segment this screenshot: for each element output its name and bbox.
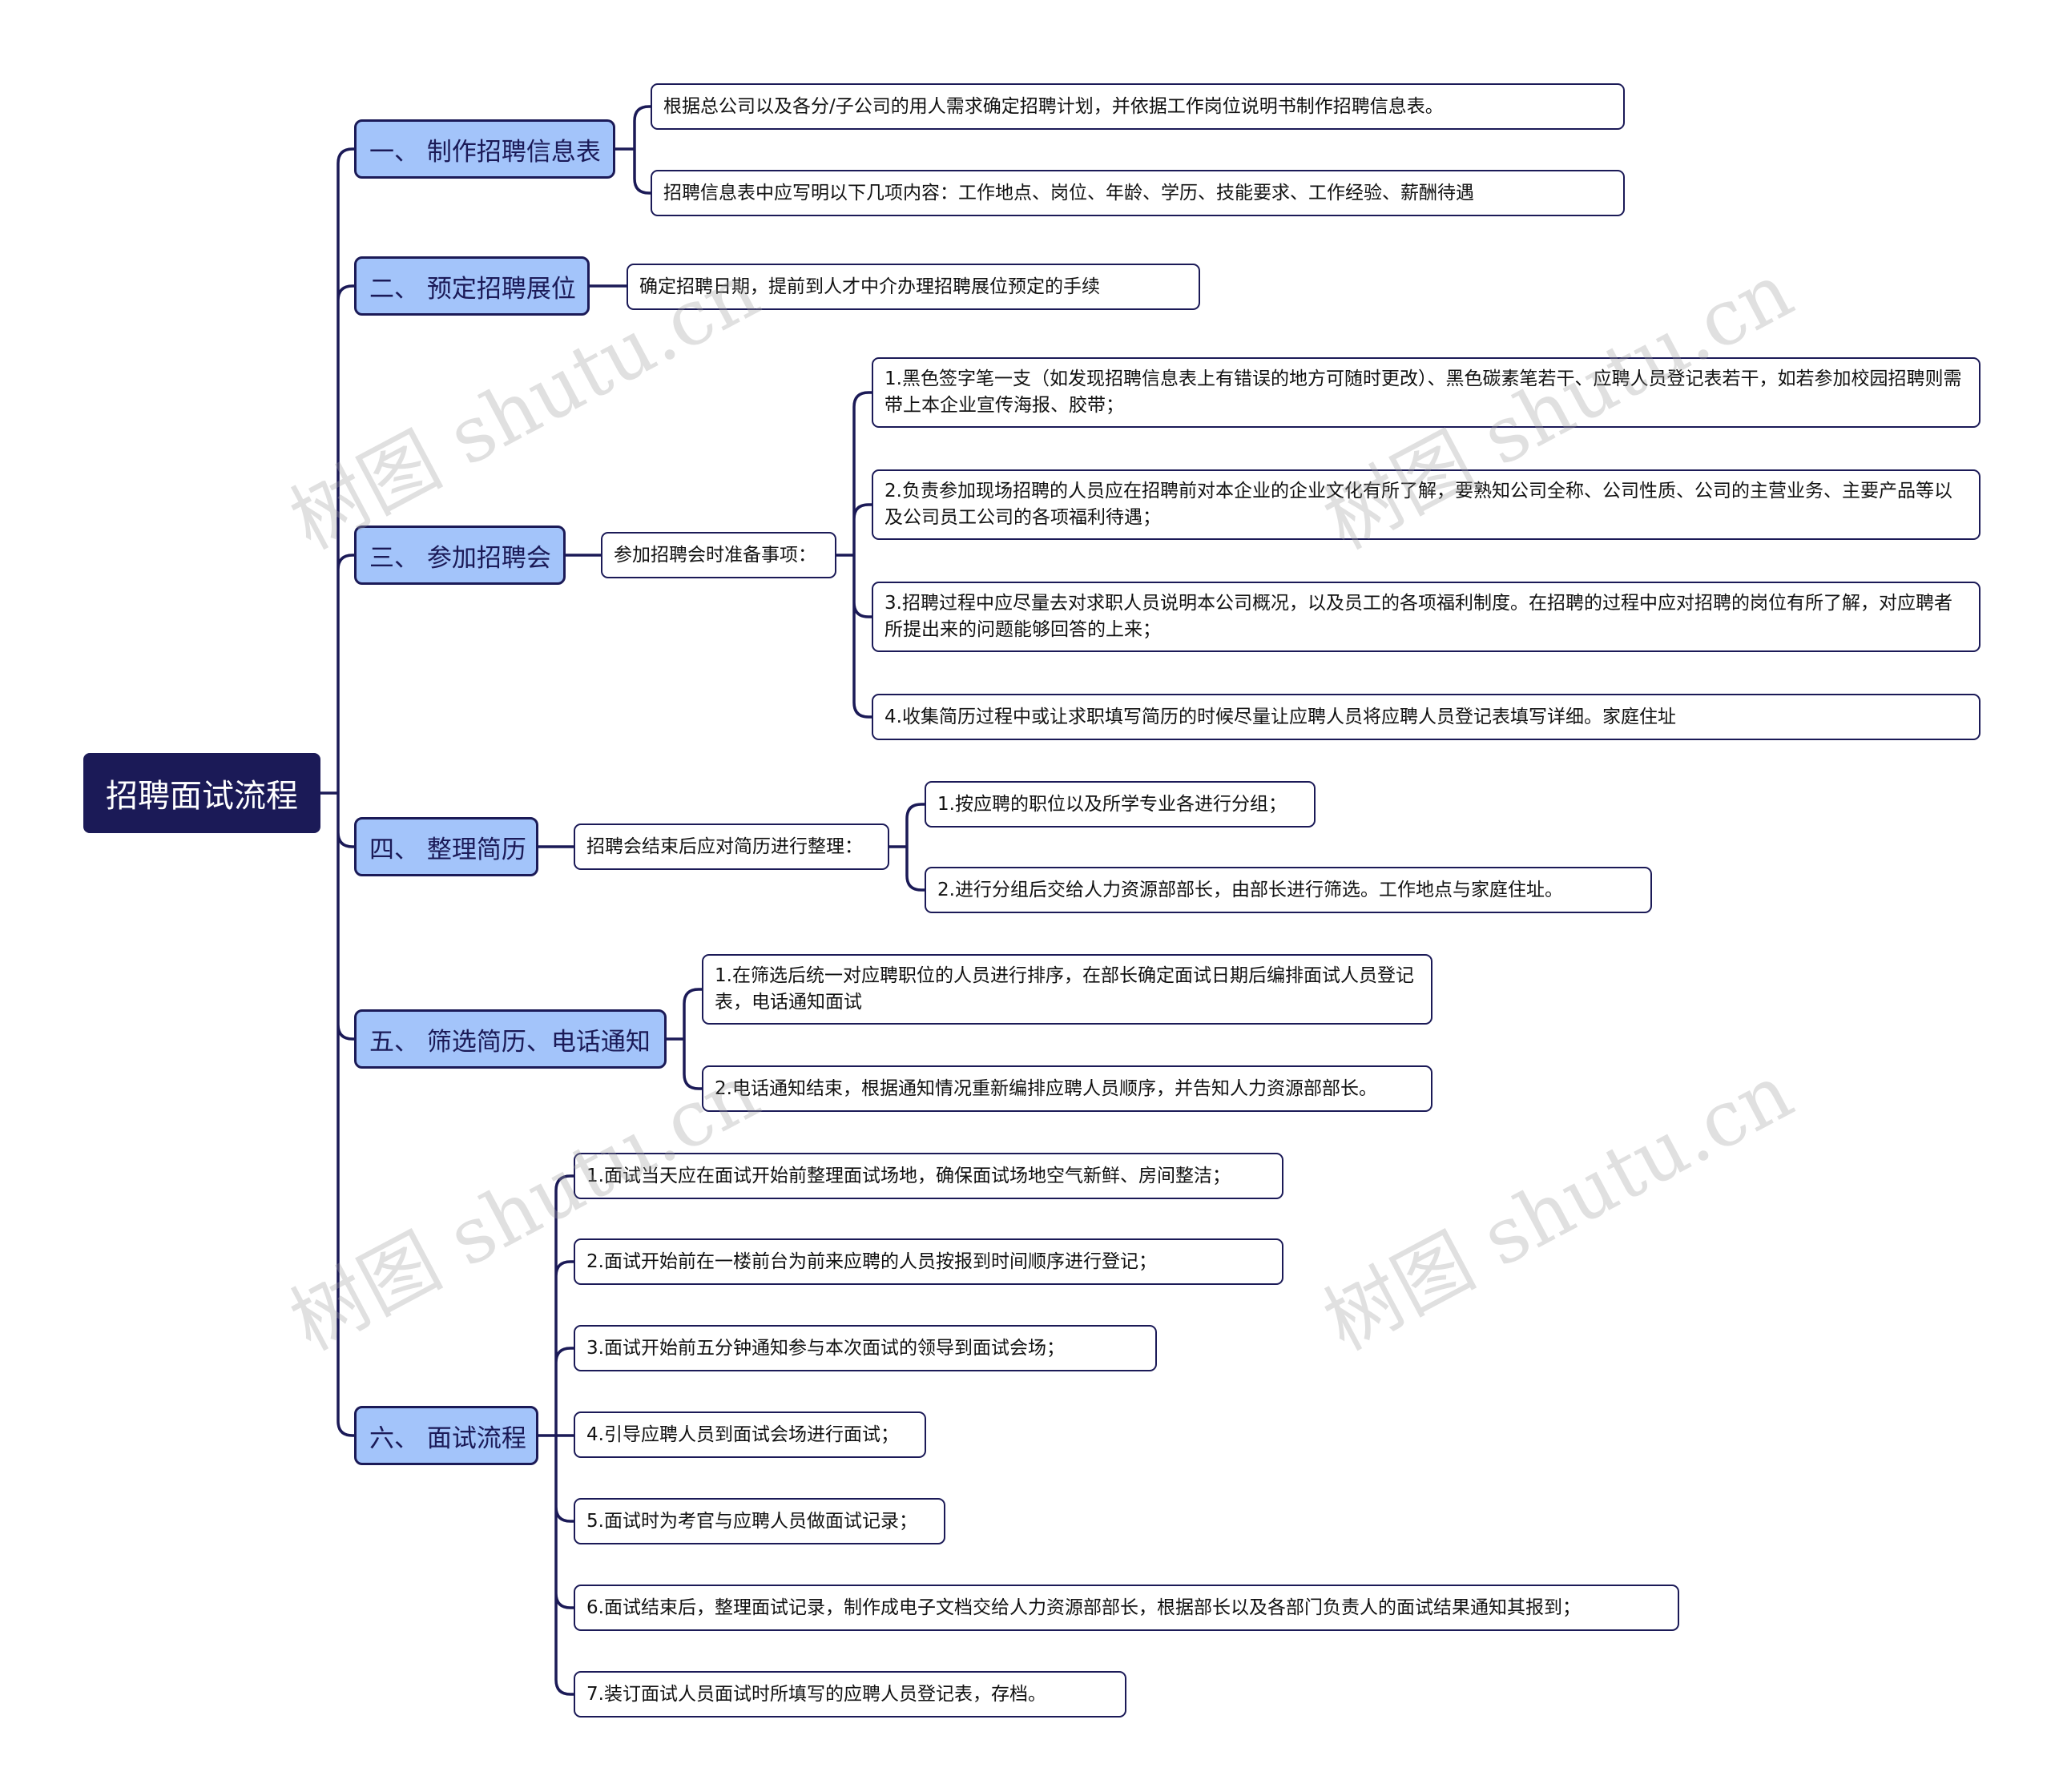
branch-5[interactable]: 五、 筛选简历、电话通知 bbox=[354, 1009, 667, 1069]
b3-item-4[interactable]: 4.收集简历过程中或让求职填写简历的时候尽量让应聘人员将应聘人员登记表填写详细。… bbox=[872, 694, 1980, 740]
b6-item-5-text: 5.面试时为考官与应聘人员做面试记录； bbox=[586, 1510, 917, 1532]
b3-middle[interactable]: 参加招聘会时准备事项： bbox=[601, 532, 836, 578]
b3-item-3-text: 3.招聘过程中应尽量去对求职人员说明本公司概况，以及员工的各项福利制度。在招聘的… bbox=[884, 593, 1952, 640]
b6-item-3-text: 3.面试开始前五分钟通知参与本次面试的领导到面试会场； bbox=[586, 1337, 1065, 1359]
b6-item-1[interactable]: 1.面试当天应在面试开始前整理面试场地，确保面试场地空气新鲜、房间整洁； bbox=[574, 1153, 1283, 1199]
b6-item-7-text: 7.装订面试人员面试时所填写的应聘人员登记表，存档。 bbox=[586, 1683, 1046, 1705]
branch-3-label: 三、 参加招聘会 bbox=[369, 543, 551, 573]
b4-item-2-text: 2.进行分组后交给人力资源部部长，由部长进行筛选。工作地点与家庭住址。 bbox=[937, 879, 1563, 900]
b2-item-1-text: 确定招聘日期，提前到人才中介办理招聘展位预定的手续 bbox=[639, 276, 1100, 297]
branch-6-label: 六、 面试流程 bbox=[369, 1424, 526, 1453]
branch-5-links bbox=[667, 988, 702, 1090]
branch-2[interactable]: 二、 预定招聘展位 bbox=[354, 256, 590, 316]
b6-item-5[interactable]: 5.面试时为考官与应聘人员做面试记录； bbox=[574, 1498, 945, 1544]
b5-item-1[interactable]: 1.在筛选后统一对应聘职位的人员进行排序，在部长确定面试日期后编排面试人员登记表… bbox=[702, 954, 1432, 1025]
branch-6[interactable]: 六、 面试流程 bbox=[354, 1406, 538, 1465]
b3-middle-text: 参加招聘会时准备事项： bbox=[614, 544, 816, 566]
b1-item-2-text: 招聘信息表中应写明以下几项内容：工作地点、岗位、年龄、学历、技能要求、工作经验、… bbox=[663, 182, 1474, 203]
b4-middle-links bbox=[889, 803, 925, 892]
b6-item-6[interactable]: 6.面试结束后，整理面试记录，制作成电子文档交给人力资源部部长，根据部长以及各部… bbox=[574, 1585, 1679, 1631]
b3-item-4-text: 4.收集简历过程中或让求职填写简历的时候尽量让应聘人员将应聘人员登记表填写详细。… bbox=[884, 706, 1676, 727]
b5-item-1-text: 1.在筛选后统一对应聘职位的人员进行排序，在部长确定面试日期后编排面试人员登记表… bbox=[715, 965, 1414, 1013]
b4-item-1[interactable]: 1.按应聘的职位以及所学专业各进行分组； bbox=[925, 781, 1316, 828]
b3-item-2-text: 2.负责参加现场招聘的人员应在招聘前对本企业的企业文化有所了解，要熟知公司全称、… bbox=[884, 481, 1952, 528]
branch-6-links bbox=[538, 1174, 574, 1696]
root-label: 招聘面试流程 bbox=[106, 778, 298, 815]
b1-item-1[interactable]: 根据总公司以及各分/子公司的用人需求确定招聘计划，并依据工作岗位说明书制作招聘信… bbox=[651, 83, 1625, 130]
b4-middle-text: 招聘会结束后应对简历进行整理： bbox=[586, 836, 863, 857]
branch-3[interactable]: 三、 参加招聘会 bbox=[354, 526, 566, 585]
b4-middle[interactable]: 招聘会结束后应对简历进行整理： bbox=[574, 824, 889, 870]
branch-1-label: 一、 制作招聘信息表 bbox=[369, 137, 601, 167]
b6-item-2-text: 2.面试开始前在一楼前台为前来应聘的人员按报到时间顺序进行登记； bbox=[586, 1250, 1157, 1272]
b1-item-2[interactable]: 招聘信息表中应写明以下几项内容：工作地点、岗位、年龄、学历、技能要求、工作经验、… bbox=[651, 170, 1625, 216]
branch-2-label: 二、 预定招聘展位 bbox=[369, 274, 576, 304]
root-links bbox=[320, 147, 354, 1437]
b1-item-1-text: 根据总公司以及各分/子公司的用人需求确定招聘计划，并依据工作岗位说明书制作招聘信… bbox=[663, 95, 1444, 117]
root-node[interactable]: 招聘面试流程 bbox=[83, 753, 320, 833]
b6-item-1-text: 1.面试当天应在面试开始前整理面试场地，确保面试场地空气新鲜、房间整洁； bbox=[586, 1165, 1231, 1186]
b3-item-1[interactable]: 1.黑色签字笔一支（如发现招聘信息表上有错误的地方可随时更改）、黑色碳素笔若干、… bbox=[872, 357, 1980, 428]
branch-1-links bbox=[615, 105, 651, 195]
branch-1[interactable]: 一、 制作招聘信息表 bbox=[354, 119, 615, 179]
b6-item-2[interactable]: 2.面试开始前在一楼前台为前来应聘的人员按报到时间顺序进行登记； bbox=[574, 1238, 1283, 1285]
b5-item-2-text: 2.电话通知结束，根据通知情况重新编排应聘人员顺序，并告知人力资源部部长。 bbox=[715, 1077, 1377, 1099]
branch-5-label: 五、 筛选简历、电话通知 bbox=[369, 1027, 651, 1057]
b3-item-3[interactable]: 3.招聘过程中应尽量去对求职人员说明本公司概况，以及员工的各项福利制度。在招聘的… bbox=[872, 582, 1980, 652]
b6-item-4[interactable]: 4.引导应聘人员到面试会场进行面试； bbox=[574, 1411, 926, 1458]
b6-item-7[interactable]: 7.装订面试人员面试时所填写的应聘人员登记表，存档。 bbox=[574, 1671, 1126, 1718]
b2-item-1[interactable]: 确定招聘日期，提前到人才中介办理招聘展位预定的手续 bbox=[627, 264, 1200, 310]
b3-item-1-text: 1.黑色签字笔一支（如发现招聘信息表上有错误的地方可随时更改）、黑色碳素笔若干、… bbox=[884, 368, 1962, 416]
b3-middle-links bbox=[836, 391, 872, 719]
b4-item-2[interactable]: 2.进行分组后交给人力资源部部长，由部长进行筛选。工作地点与家庭住址。 bbox=[925, 867, 1652, 913]
branch-4[interactable]: 四、 整理简历 bbox=[354, 817, 538, 876]
b6-item-6-text: 6.面试结束后，整理面试记录，制作成电子文档交给人力资源部部长，根据部长以及各部… bbox=[586, 1597, 1581, 1618]
branch-4-label: 四、 整理简历 bbox=[369, 835, 526, 864]
b3-item-2[interactable]: 2.负责参加现场招聘的人员应在招聘前对本企业的企业文化有所了解，要熟知公司全称、… bbox=[872, 469, 1980, 540]
b4-item-1-text: 1.按应聘的职位以及所学专业各进行分组； bbox=[937, 793, 1287, 815]
b5-item-2[interactable]: 2.电话通知结束，根据通知情况重新编排应聘人员顺序，并告知人力资源部部长。 bbox=[702, 1065, 1432, 1112]
b6-item-3[interactable]: 3.面试开始前五分钟通知参与本次面试的领导到面试会场； bbox=[574, 1325, 1157, 1371]
b6-item-4-text: 4.引导应聘人员到面试会场进行面试； bbox=[586, 1424, 899, 1445]
